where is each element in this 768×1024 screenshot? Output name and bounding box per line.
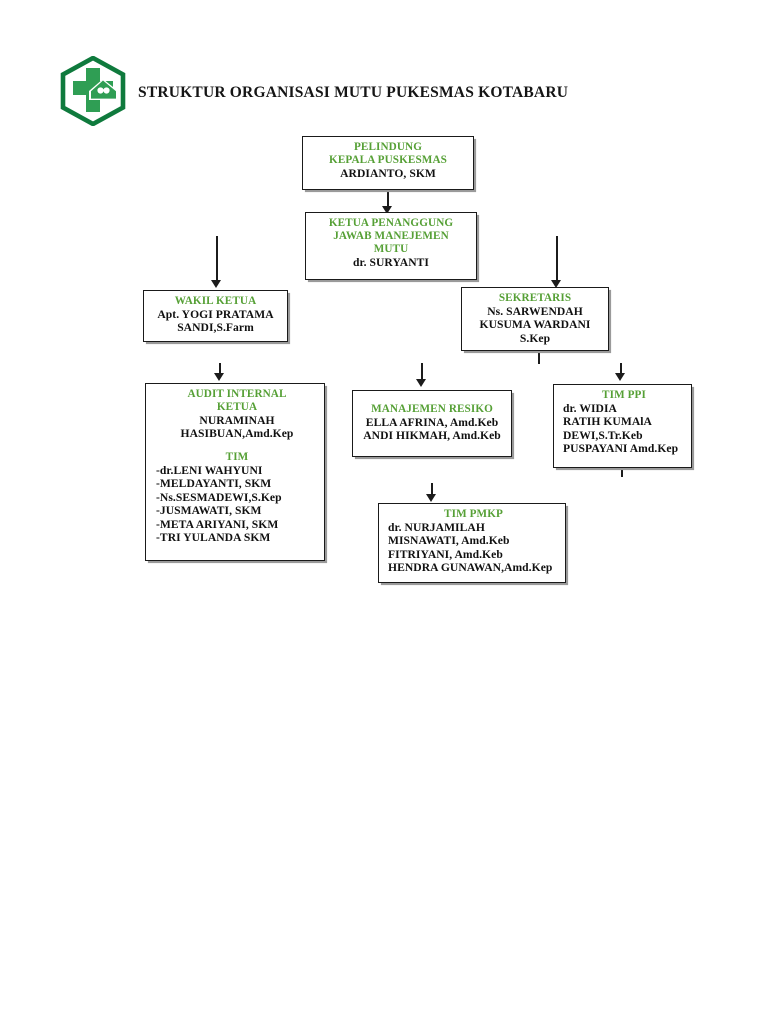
audit-title-line2: KETUA: [216, 400, 258, 413]
pmkp-name1: dr. NURJAMILAH: [388, 520, 485, 534]
resiko-name1: ELLA AFRINA, Amd.Keb: [365, 415, 499, 429]
sekretaris-name2: KUSUMA WARDANI: [479, 318, 591, 332]
node-sekretaris[interactable]: SEKRETARIS Ns. SARWENDAH KUSUMA WARDANI …: [461, 287, 609, 351]
page-title: STRUKTUR ORGANISASI MUTU PUKESMAS KOTABA…: [138, 84, 569, 101]
sekretaris-name3: S.Kep: [519, 331, 551, 345]
pelindung-title-line1: PELINDUNG: [353, 141, 423, 153]
clinic-logo-icon: [59, 55, 127, 127]
audit-spacer: [156, 441, 318, 451]
pmkp-name2: MISNAWATI, Amd.Keb: [388, 534, 510, 548]
ketua-title-line2: JAWAB MANEJEMEN: [333, 229, 449, 242]
node-manajemen-resiko[interactable]: MANAJEMEN RESIKO ELLA AFRINA, Amd.Keb AN…: [352, 390, 512, 457]
ppi-name1: dr. WIDIA: [563, 401, 617, 415]
audit-team-member-2: -MELDAYANTI, SKM: [156, 477, 272, 491]
audit-team-member-3: -Ns.SESMADEWI,S.Kep: [156, 490, 282, 504]
connector-sekretaris-vertical: [556, 236, 558, 282]
resiko-title: MANAJEMEN RESIKO: [371, 403, 493, 415]
arrowhead-ketua: [382, 206, 392, 214]
ppi-name4: PUSPAYANI Amd.Kep: [563, 442, 679, 456]
audit-team-member-1: -dr.LENI WAHYUNI: [156, 463, 263, 477]
sekretaris-title: SEKRETARIS: [498, 292, 572, 304]
connector-pmkp-vertical: [431, 483, 433, 496]
audit-team-member-5: -META ARIYANI, SKM: [156, 517, 279, 531]
ketua-title-line3: MUTU: [373, 242, 409, 255]
connector-sekretaris-down: [538, 350, 540, 364]
wakil-ketua-name2: SANDI,S.Farm: [177, 321, 254, 335]
ketua-name: dr. SURYANTI: [352, 255, 429, 269]
audit-team-title: TIM: [225, 450, 249, 463]
connector-pmkp-horizontal: [0, 5, 192, 7]
arrowhead-wakil-ketua: [211, 280, 221, 288]
connector-ppi-down: [621, 468, 623, 477]
arrowhead-audit-internal: [214, 373, 224, 381]
node-ketua-penanggung-jawab[interactable]: KETUA PENANGGUNG JAWAB MANEJEMEN MUTU dr…: [305, 212, 477, 280]
wakil-ketua-title: WAKIL KETUA: [174, 295, 257, 307]
connector-audit-vertical: [219, 363, 221, 375]
connector-pelindung-to-ketua: [387, 190, 389, 208]
audit-title-line1: AUDIT INTERNAL: [187, 388, 287, 400]
connector-ppi-vertical: [620, 363, 622, 375]
audit-name1: NURAMINAH: [199, 413, 275, 427]
ppi-name3: DEWI,S.Tr.Keb: [563, 428, 643, 442]
sekretaris-name1: Ns. SARWENDAH: [487, 304, 583, 318]
node-tim-pmkp[interactable]: TIM PMKP dr. NURJAMILAH MISNAWATI, Amd.K…: [378, 503, 566, 583]
pmkp-name4: HENDRA GUNAWAN,Amd.Kep: [388, 561, 553, 575]
node-pelindung[interactable]: PELINDUNG KEPALA PUSKESMAS ARDIANTO, SKM: [302, 136, 474, 190]
node-audit-internal[interactable]: AUDIT INTERNAL KETUA NURAMINAH HASIBUAN,…: [145, 383, 325, 561]
audit-team-member-4: -JUSMAWATI, SKM: [156, 504, 262, 518]
arrowhead-sekretaris: [551, 280, 561, 288]
ketua-title-line1: KETUA PENANGGUNG: [328, 217, 454, 229]
arrowhead-tim-pmkp: [426, 494, 436, 502]
ppi-title: TIM PPI: [602, 389, 646, 401]
pmkp-name3: FITRIYANI, Amd.Keb: [388, 547, 503, 561]
resiko-name2: ANDI HIKMAH, Amd.Keb: [363, 429, 501, 443]
pelindung-name: ARDIANTO, SKM: [340, 166, 436, 180]
connector-wakil-vertical: [216, 236, 218, 282]
pelindung-title-line2: KEPALA PUSKESMAS: [329, 153, 447, 166]
audit-team-member-6: -TRI YULANDA SKM: [156, 531, 271, 545]
arrowhead-manajemen-resiko: [416, 379, 426, 387]
node-wakil-ketua[interactable]: WAKIL KETUA Apt. YOGI PRATAMA SANDI,S.Fa…: [143, 290, 288, 342]
node-tim-ppi[interactable]: TIM PPI dr. WIDIA RATIH KUMAlA DEWI,S.Tr…: [553, 384, 692, 468]
wakil-ketua-name1: Apt. YOGI PRATAMA: [157, 307, 274, 321]
pmkp-title: TIM PMKP: [444, 508, 503, 520]
ppi-name2: RATIH KUMAlA: [563, 415, 652, 429]
audit-name2: HASIBUAN,Amd.Kep: [180, 427, 294, 441]
connector-resiko-vertical: [421, 363, 423, 381]
arrowhead-tim-ppi: [615, 373, 625, 381]
